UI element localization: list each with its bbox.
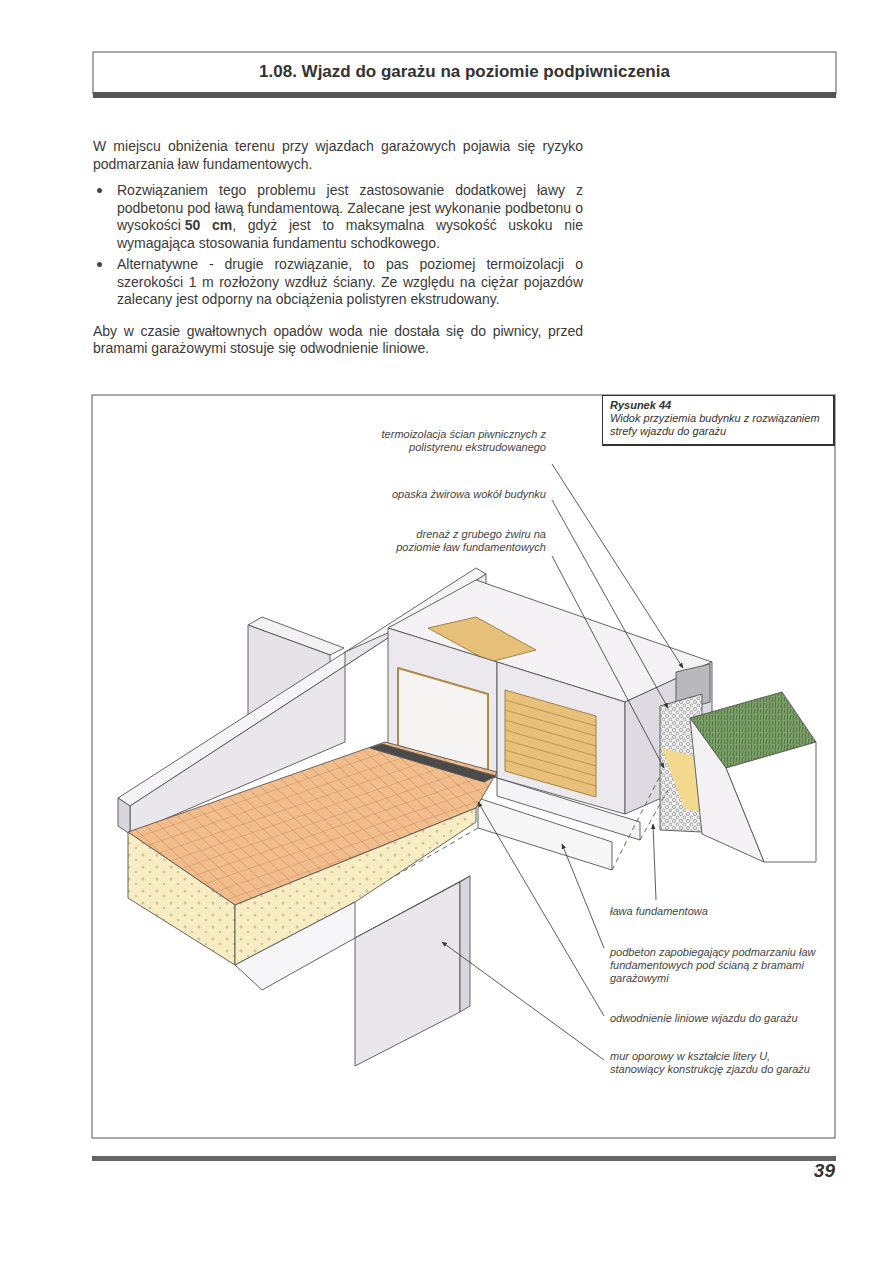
leader-line — [562, 844, 604, 948]
retaining-wall-end — [460, 876, 470, 1012]
door-panels — [505, 700, 596, 786]
footer-bar — [92, 1156, 836, 1161]
emphasis: 50 cm — [185, 217, 232, 233]
paragraph: W miejscu obniżenia terenu przy wjazdach… — [93, 138, 583, 173]
callout-label: mur oporowy w kształcie litery U, stanow… — [610, 1050, 825, 1076]
paragraph: Aby w czasie gwałtownych opadów woda nie… — [93, 323, 583, 358]
callout-label: drenaż z grubego żwiru na poziomie ław f… — [371, 528, 546, 554]
leader-line — [442, 942, 604, 1060]
ramp-floor — [235, 902, 355, 990]
bullet-dot — [97, 188, 102, 193]
leader-line — [653, 824, 656, 900]
garage-drawing — [118, 568, 816, 1066]
lean-concrete — [478, 798, 612, 870]
soil-section — [128, 832, 235, 965]
section-title: 1.08. Wjazd do garażu na poziomie podpiw… — [93, 62, 836, 82]
garage-door — [505, 690, 596, 797]
bullet-item: Rozwiązaniem tego problemu jest zastosow… — [93, 182, 583, 252]
leader-line — [552, 464, 683, 668]
linear-drain — [370, 744, 496, 782]
figure-number: Rysunek 44 — [610, 399, 826, 412]
callout-label: opaska żwirowa wokół budynku — [341, 488, 546, 501]
callout-label: odwodnienie liniowe wjazdu do garażu — [610, 1012, 830, 1025]
retaining-wall — [355, 882, 460, 1066]
body-text: Alternatywne - drugie rozwiązanie, to pa… — [117, 256, 583, 307]
soil-block-side — [690, 718, 764, 862]
figure-caption: Widok przyziemia budynku z rozwiązaniem … — [610, 412, 826, 438]
figure-caption-box: Rysunek 44Widok przyziemia budynku z roz… — [602, 395, 835, 446]
figure-frame — [92, 395, 835, 1138]
page-number: 39 — [814, 1160, 835, 1182]
callout-label: ława fundamentowa — [610, 905, 830, 918]
body-text: Aby w czasie gwałtownych opadów woda nie… — [93, 323, 583, 357]
leader-line — [552, 556, 664, 768]
leader-line — [552, 500, 668, 708]
text-column: W miejscu obniżenia terenu przy wjazdach… — [93, 138, 583, 367]
callout-label: termoizolacja ścian piwnicznych z polist… — [361, 428, 546, 454]
title-frame — [93, 52, 836, 94]
bullet-item: Alternatywne - drugie rozwiązanie, to pa… — [93, 256, 583, 309]
bullet-dot — [97, 262, 102, 267]
callout-label: podbeton zapobiegający podmarzaniu ław f… — [610, 946, 830, 985]
leader-line — [478, 802, 604, 1016]
side-wall-end — [118, 798, 130, 834]
body-text: W miejscu obniżenia terenu przy wjazdach… — [93, 138, 583, 172]
title-bar — [93, 92, 836, 98]
